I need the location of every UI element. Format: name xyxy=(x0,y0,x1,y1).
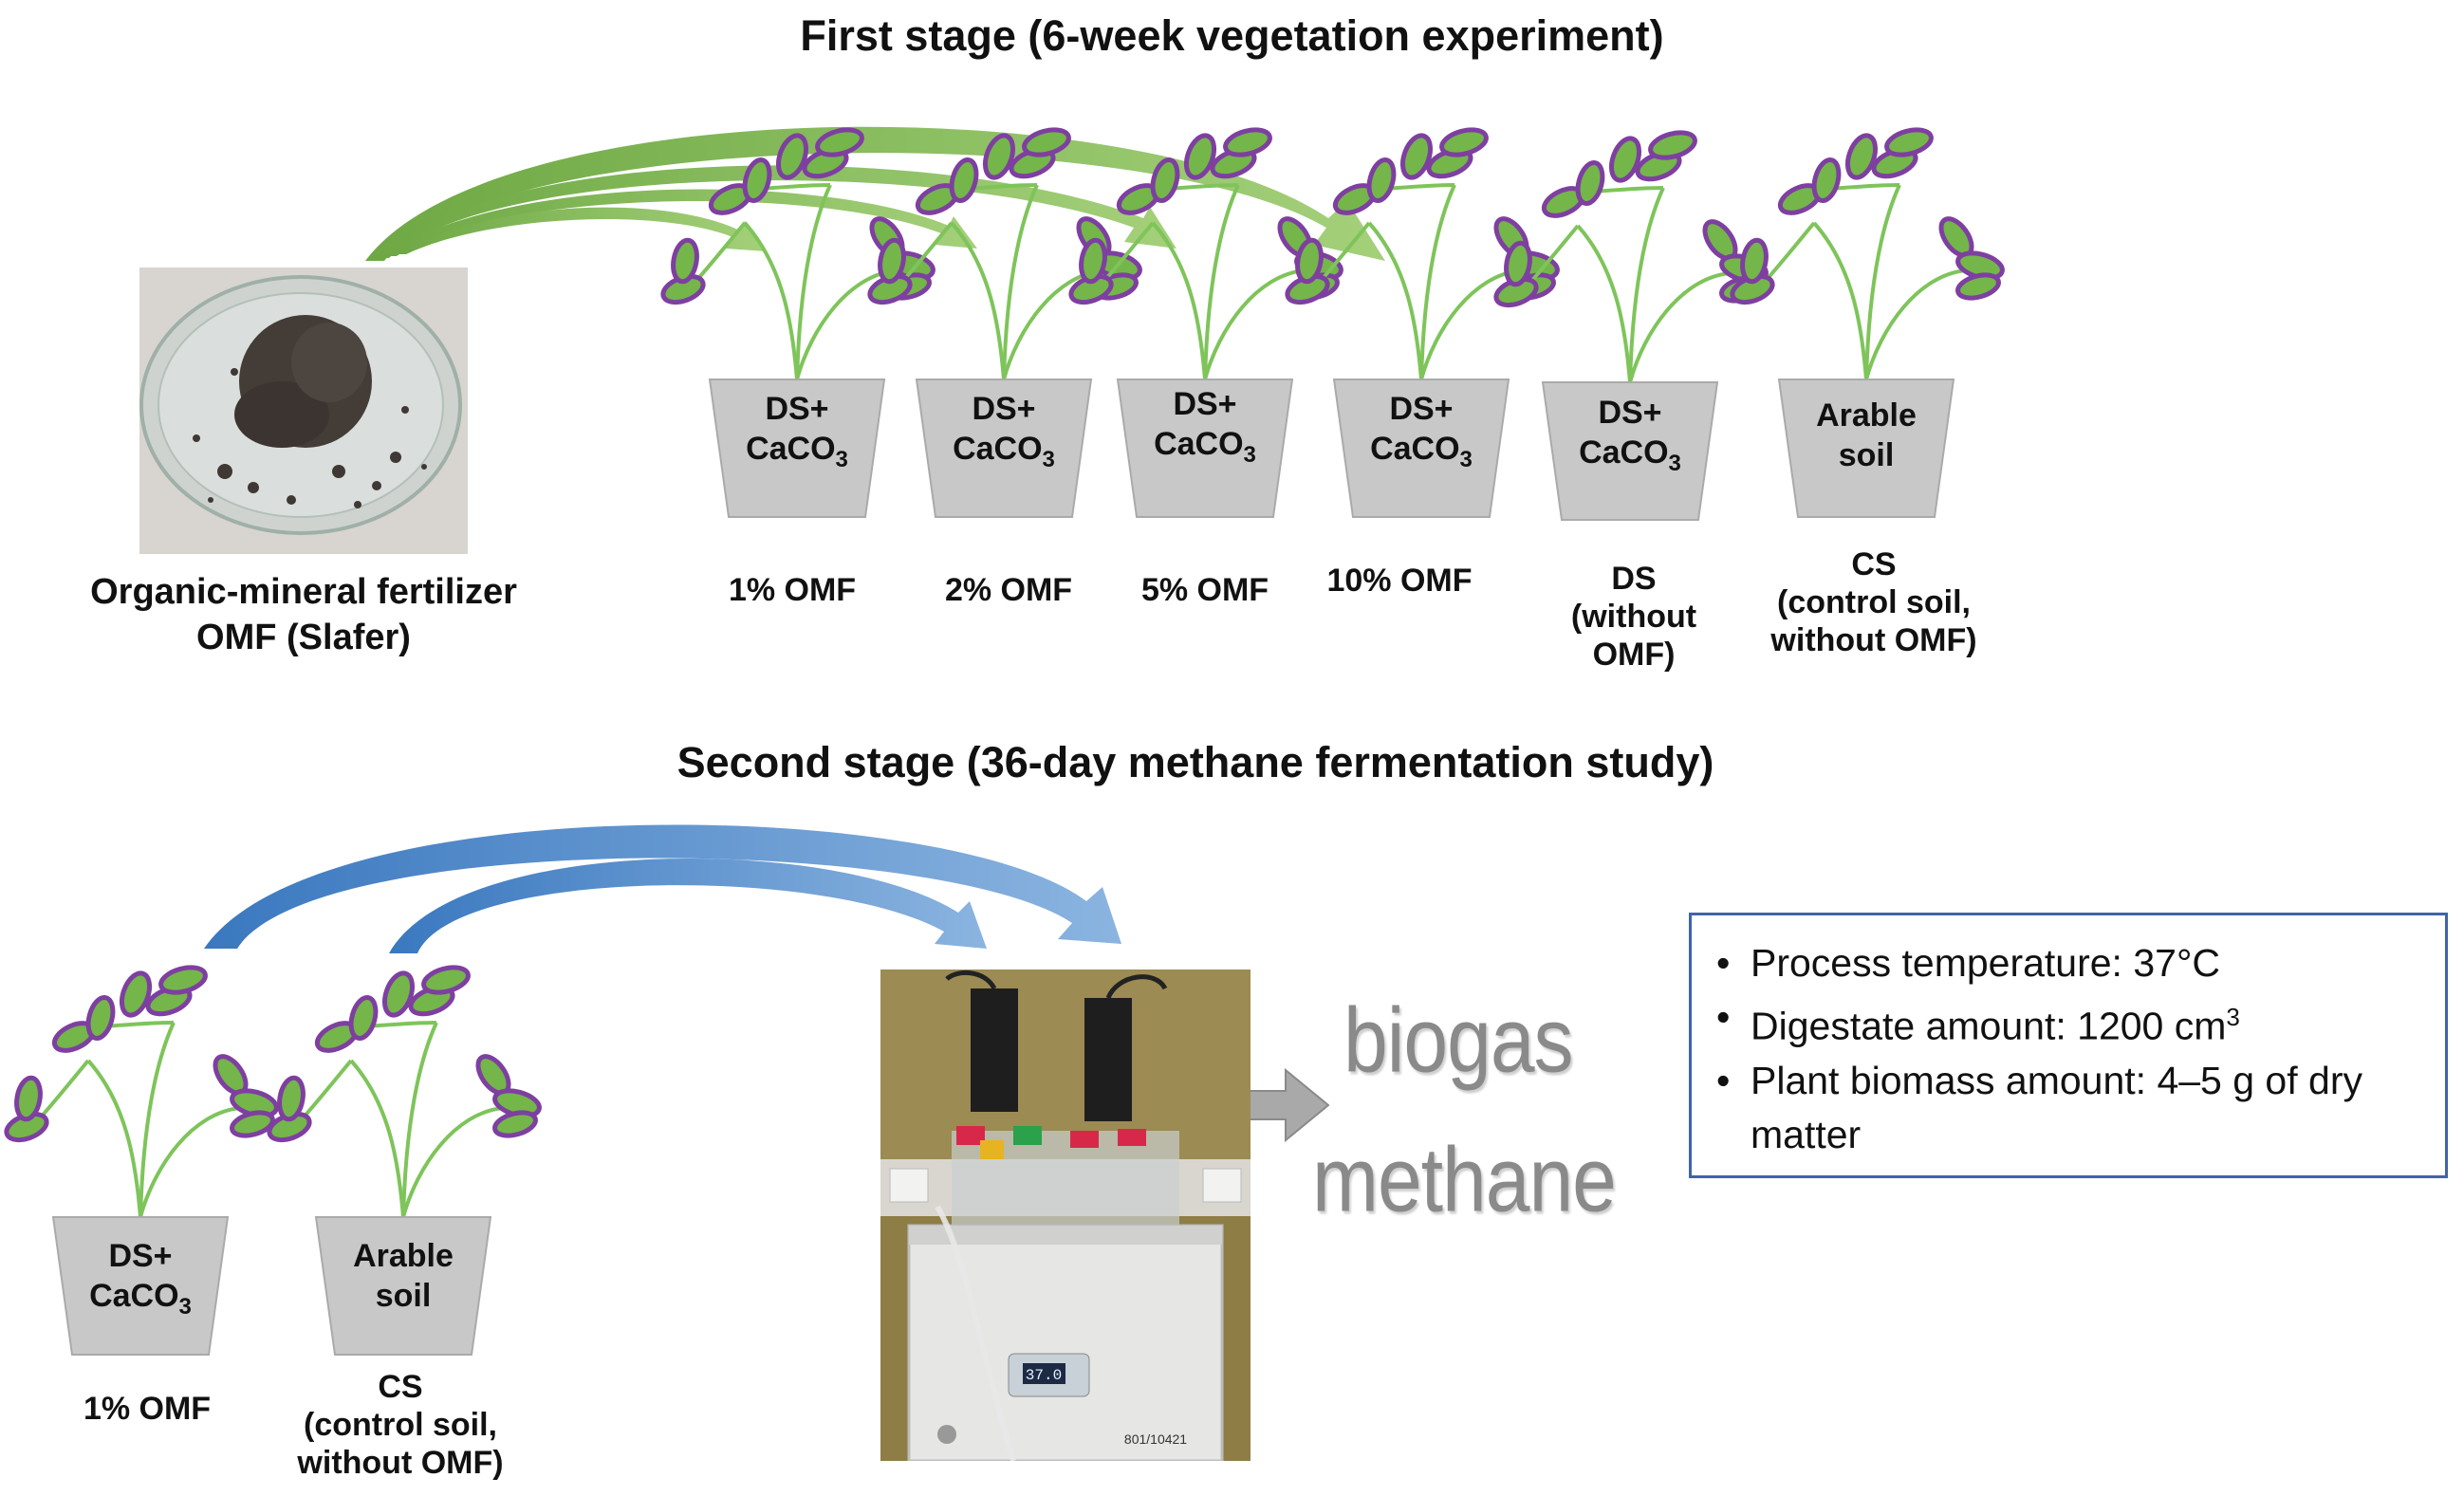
pot-label-line1: DS+ xyxy=(1389,391,1454,427)
pot-label-2pct: DS+ CaCO3 xyxy=(917,389,1091,480)
pot-label-5pct: DS+ CaCO3 xyxy=(1118,384,1292,475)
pot-label-line2: CaCO3 xyxy=(53,1276,228,1327)
caption-line: without OMF) xyxy=(297,1445,504,1481)
pot-label-line1: DS+ xyxy=(1173,386,1237,422)
omf-source-line1: Organic-mineral fertilizer xyxy=(90,572,517,612)
pot-formula-sub: 3 xyxy=(1668,451,1681,476)
caption-5pct: 5% OMF xyxy=(1082,571,1328,609)
pot-label-line1: DS+ xyxy=(1598,395,1662,431)
pot-label-line1: Arable xyxy=(353,1238,454,1274)
arrow-to-1pct xyxy=(394,207,767,254)
pot-formula: CaCO xyxy=(1579,434,1669,471)
output-biogas: biogas xyxy=(1343,988,1574,1091)
pot-formula-sub: 3 xyxy=(1042,447,1055,472)
output-methane: methane xyxy=(1312,1127,1617,1230)
pot-label-line2: CaCO3 xyxy=(1543,433,1717,484)
caption-line: 1% OMF xyxy=(83,1391,212,1427)
caption-line: (without xyxy=(1570,599,1697,635)
s2-caption-ds: 1% OMF xyxy=(24,1390,270,1428)
pot-formula-sub: 3 xyxy=(178,1294,192,1320)
s2-pot-label-cs: Arable soil xyxy=(316,1236,491,1327)
caption-2pct: 2% OMF xyxy=(885,571,1132,609)
caption-line: 1% OMF xyxy=(728,572,857,608)
caption-line: without OMF) xyxy=(1770,622,1977,658)
caption-line: OMF) xyxy=(1592,637,1676,673)
param-digestate-sup: 3 xyxy=(2226,1003,2240,1031)
pot-label-line1: DS+ xyxy=(765,391,829,427)
pot-formula: CaCO xyxy=(953,431,1043,467)
param-digestate: Digestate amount: 1200 cm3 xyxy=(1716,990,2428,1054)
pot-label-line2: CaCO3 xyxy=(1334,429,1509,480)
blue-arrows xyxy=(204,824,1121,953)
pot-formula-sub: 3 xyxy=(1459,447,1473,472)
parameters-box: Process temperature: 37°C Digestate amou… xyxy=(1689,913,2448,1178)
reactor-tag: 801/10421 xyxy=(1124,1431,1187,1447)
pot-label-ds: DS+ CaCO3 xyxy=(1543,393,1717,484)
pot-formula: CaCO xyxy=(89,1278,179,1314)
pot-formula-sub: 3 xyxy=(835,447,848,472)
caption-cs: CS (control soil, without OMF) xyxy=(1751,545,1997,659)
pot-label-10pct: DS+ CaCO3 xyxy=(1334,389,1509,480)
reactor-photo: 37.0 801/10421 xyxy=(880,970,1251,1461)
caption-line: (control soil, xyxy=(1777,584,1971,620)
caption-line: (control soil, xyxy=(304,1407,497,1443)
s2-caption-cs: CS (control soil, without OMF) xyxy=(277,1368,524,1482)
caption-line: 5% OMF xyxy=(1140,572,1269,608)
caption-1pct: 1% OMF xyxy=(669,571,916,609)
caption-line: CS xyxy=(1851,546,1897,582)
caption-line: 2% OMF xyxy=(944,572,1073,608)
pot-formula: soil xyxy=(375,1278,432,1314)
omf-source-label: Organic-mineral fertilizer OMF (Slafer) xyxy=(38,569,569,660)
pot-label-line2: CaCO3 xyxy=(1118,424,1292,475)
omf-photo xyxy=(139,268,468,554)
pot-formula-sub: 3 xyxy=(1243,442,1256,468)
param-digestate-text: Digestate amount: 1200 cm xyxy=(1751,1004,2227,1048)
reactor-display: 37.0 xyxy=(1026,1367,1062,1384)
pot-label-line1: DS+ xyxy=(972,391,1036,427)
caption-ds: DS (without OMF) xyxy=(1510,560,1757,674)
pot-label-line1: Arable xyxy=(1816,397,1917,434)
caption-10pct: 10% OMF xyxy=(1276,562,1523,600)
pot-formula: CaCO xyxy=(1370,431,1460,467)
param-temperature: Process temperature: 37°C xyxy=(1716,936,2428,990)
pot-label-line2: CaCO3 xyxy=(917,429,1091,480)
stage2-title: Second stage (36-day methane fermentatio… xyxy=(676,738,1714,786)
pot-label-line1: DS+ xyxy=(108,1238,173,1274)
pot-label-line2: soil xyxy=(1779,435,1954,487)
caption-line: CS xyxy=(378,1369,423,1405)
caption-line: DS xyxy=(1611,561,1657,597)
arrow-to-2pct xyxy=(384,189,977,256)
param-biomass: Plant biomass amount: 4–5 g of dry matte… xyxy=(1716,1054,2428,1162)
pot-label-1pct: DS+ CaCO3 xyxy=(710,389,884,480)
s2-pot-label-ds: DS+ CaCO3 xyxy=(53,1236,228,1327)
pot-formula: CaCO xyxy=(746,431,836,467)
arrow-to-10pct xyxy=(365,126,1385,261)
arrow-ds-to-reactor xyxy=(204,824,1121,949)
pot-label-line2: CaCO3 xyxy=(710,429,884,480)
stage1-title: First stage (6-week vegetation experimen… xyxy=(800,11,1664,60)
pot-label-line2: soil xyxy=(316,1276,491,1327)
omf-source-line2: OMF (Slafer) xyxy=(196,618,411,657)
pot-label-cs: Arable soil xyxy=(1779,396,1954,487)
pot-formula: soil xyxy=(1838,437,1895,473)
pot-formula: CaCO xyxy=(1154,426,1244,462)
caption-line: 10% OMF xyxy=(1326,563,1473,599)
parameters-list: Process temperature: 37°C Digestate amou… xyxy=(1716,936,2428,1162)
arrow-cs-to-reactor xyxy=(389,859,987,953)
